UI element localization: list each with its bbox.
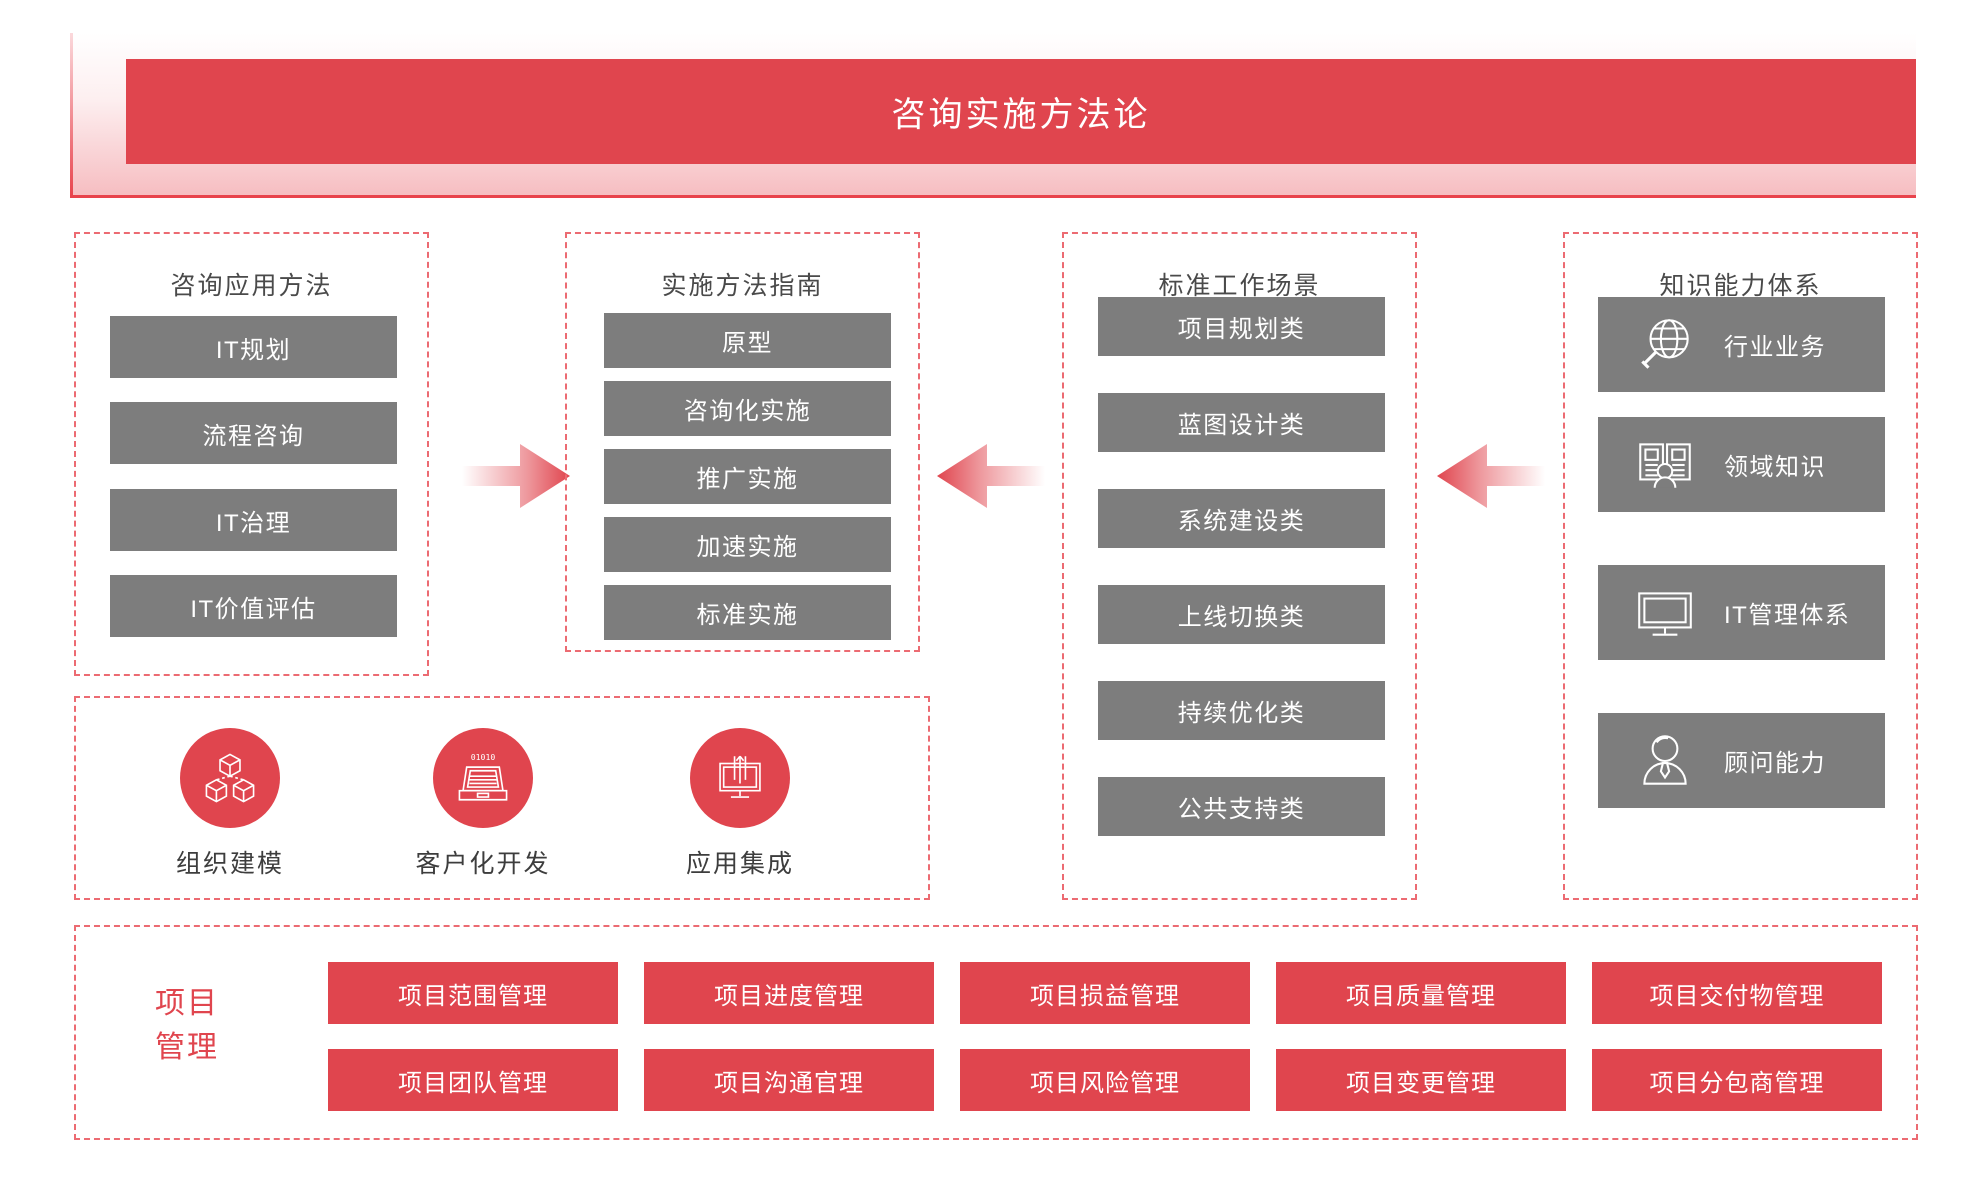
chip-consultant-capability[interactable]: 顾问能力 bbox=[1598, 713, 1885, 808]
chip-project-subcontractor-management[interactable]: 项目分包商管理 bbox=[1592, 1049, 1882, 1111]
monitor-arrows-icon bbox=[690, 728, 790, 828]
panel-consulting-methods: 咨询应用方法 bbox=[74, 232, 429, 676]
panel-title-implementation-guide: 实施方法指南 bbox=[661, 272, 824, 300]
pm-label-line1: 项目 bbox=[155, 987, 219, 1020]
chip-project-schedule-management[interactable]: 项目进度管理 bbox=[644, 962, 934, 1024]
chip-domain-knowledge[interactable]: 领域知识 bbox=[1598, 417, 1885, 512]
chip-project-risk-management[interactable]: 项目风险管理 bbox=[960, 1049, 1250, 1111]
chip-blueprint-design-type[interactable]: 蓝图设计类 bbox=[1098, 393, 1385, 452]
chip-label: IT管理体系 bbox=[1724, 602, 1851, 629]
capability-label: 客户化开发 bbox=[415, 850, 551, 878]
chip-project-scope-management[interactable]: 项目范围管理 bbox=[328, 962, 618, 1024]
arrow-left-icon-2 bbox=[1435, 440, 1545, 512]
chip-industry-business[interactable]: 行业业务 bbox=[1598, 297, 1885, 392]
chip-project-pnl-management[interactable]: 项目损益管理 bbox=[960, 962, 1250, 1024]
chip-project-planning-type[interactable]: 项目规划类 bbox=[1098, 297, 1385, 356]
capability-org-modeling[interactable]: 组织建模 bbox=[120, 728, 340, 880]
capability-application-integration[interactable]: 应用集成 bbox=[630, 728, 850, 880]
banner-left-edge bbox=[70, 33, 73, 198]
panel-capabilities bbox=[74, 696, 930, 900]
panel-title-standard-scenarios: 标准工作场景 bbox=[1158, 272, 1321, 300]
cubes-icon bbox=[180, 728, 280, 828]
capability-label: 应用集成 bbox=[685, 850, 794, 878]
chip-project-quality-management[interactable]: 项目质量管理 bbox=[1276, 962, 1566, 1024]
panel-title-consulting-methods: 咨询应用方法 bbox=[170, 272, 333, 300]
globe-magnifier-icon bbox=[1632, 312, 1698, 378]
pm-label-line2: 管理 bbox=[155, 1030, 219, 1064]
chip-golive-cutover-type[interactable]: 上线切换类 bbox=[1098, 585, 1385, 644]
chip-label: 行业业务 bbox=[1724, 334, 1826, 361]
chip-label: 顾问能力 bbox=[1724, 750, 1826, 777]
panel-implementation-guide: 实施方法指南 bbox=[565, 232, 920, 652]
panel-project-management bbox=[74, 925, 1918, 1140]
monitor-icon bbox=[1632, 580, 1698, 646]
chip-consulting-implementation[interactable]: 咨询化实施 bbox=[604, 381, 891, 436]
chip-it-value-assessment[interactable]: IT价值评估 bbox=[110, 575, 397, 637]
header-banner: 咨询实施方法论 bbox=[70, 33, 1916, 198]
chip-public-support-type[interactable]: 公共支持类 bbox=[1098, 777, 1385, 836]
chip-rollout-implementation[interactable]: 推广实施 bbox=[604, 449, 891, 504]
chip-project-deliverable-management[interactable]: 项目交付物管理 bbox=[1592, 962, 1882, 1024]
svg-text:01010: 01010 bbox=[471, 752, 496, 762]
capability-label: 组织建模 bbox=[175, 850, 284, 878]
laptop-binary-icon: 01010 bbox=[433, 728, 533, 828]
chip-prototype[interactable]: 原型 bbox=[604, 313, 891, 368]
chip-project-communication-management[interactable]: 项目沟通官理 bbox=[644, 1049, 934, 1111]
capability-custom-development[interactable]: 01010 客户化开发 bbox=[373, 728, 593, 880]
chip-project-team-management[interactable]: 项目团队管理 bbox=[328, 1049, 618, 1111]
banner-bottom-edge bbox=[70, 195, 1916, 198]
chip-process-consulting[interactable]: 流程咨询 bbox=[110, 402, 397, 464]
chip-accelerated-implementation[interactable]: 加速实施 bbox=[604, 517, 891, 572]
panel-title-knowledge-system: 知识能力体系 bbox=[1659, 272, 1822, 300]
chip-it-management-system[interactable]: IT管理体系 bbox=[1598, 565, 1885, 660]
banner-front-face: 咨询实施方法论 bbox=[126, 59, 1916, 164]
chip-standard-implementation[interactable]: 标准实施 bbox=[604, 585, 891, 640]
consultant-person-icon bbox=[1632, 728, 1698, 794]
panel-knowledge-system: 知识能力体系 bbox=[1563, 232, 1918, 900]
chip-system-construction-type[interactable]: 系统建设类 bbox=[1098, 489, 1385, 548]
chip-label: 领域知识 bbox=[1724, 454, 1826, 481]
open-book-person-icon bbox=[1632, 432, 1698, 498]
arrow-right-icon bbox=[462, 440, 572, 512]
project-management-label: 项目 管理 bbox=[155, 982, 275, 1069]
chip-project-change-management[interactable]: 项目变更管理 bbox=[1276, 1049, 1566, 1111]
panel-standard-scenarios: 标准工作场景 bbox=[1062, 232, 1417, 900]
chip-continuous-optimization-type[interactable]: 持续优化类 bbox=[1098, 681, 1385, 740]
arrow-left-icon-1 bbox=[935, 440, 1045, 512]
page-title: 咨询实施方法论 bbox=[891, 96, 1151, 134]
chip-it-planning[interactable]: IT规划 bbox=[110, 316, 397, 378]
chip-it-governance[interactable]: IT治理 bbox=[110, 489, 397, 551]
